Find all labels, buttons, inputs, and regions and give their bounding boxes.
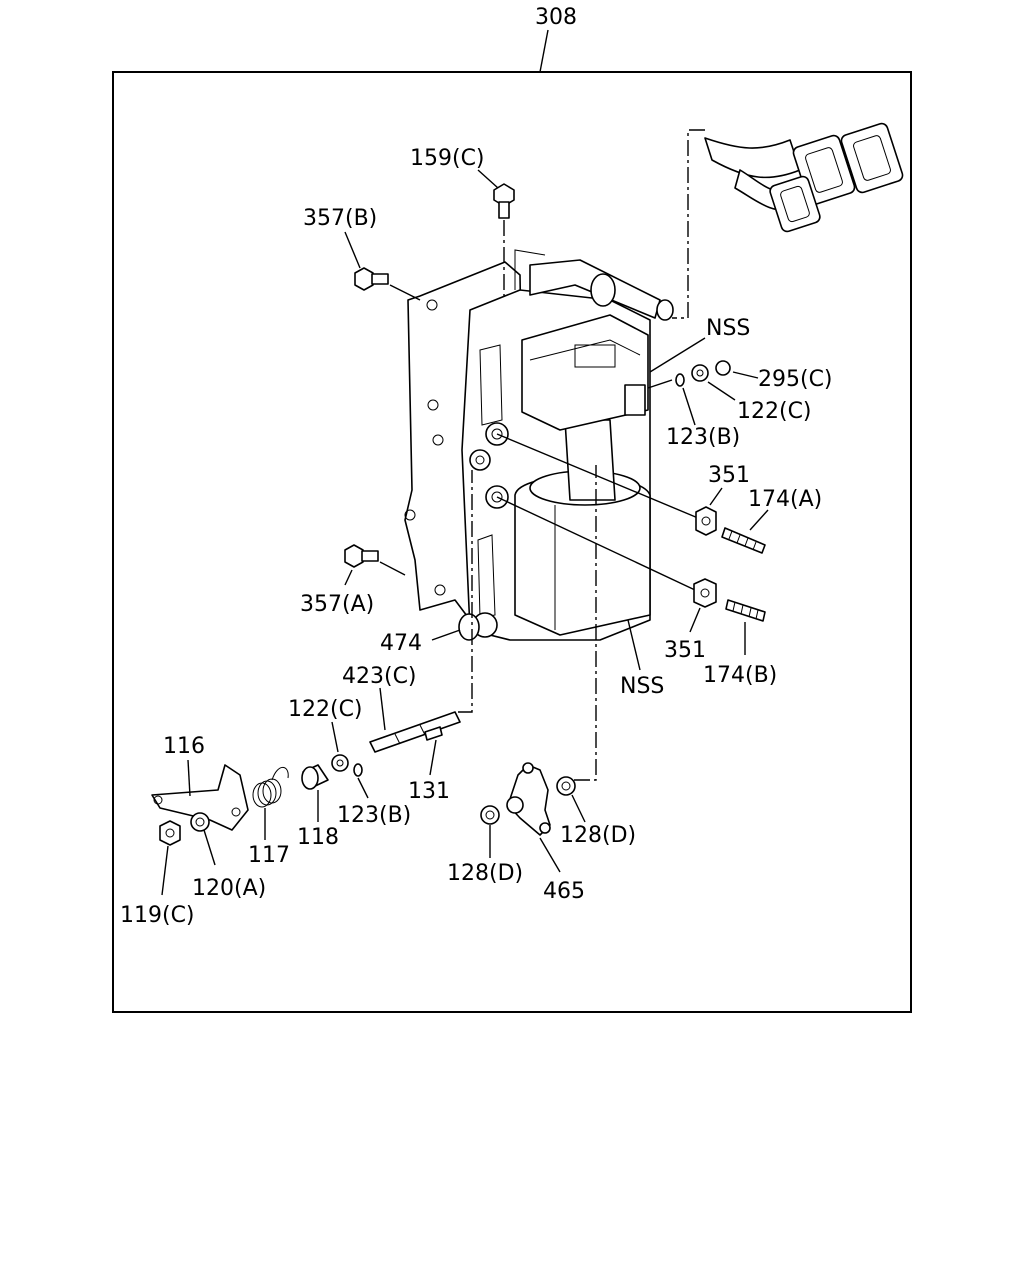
label-nss-top: NSS	[706, 316, 750, 341]
stud-174b	[725, 599, 766, 622]
bolt-159c	[493, 183, 515, 219]
label-128d-right: 128(D)	[560, 823, 636, 848]
washer-128d-right	[556, 776, 576, 796]
washer-128d-left	[480, 805, 500, 825]
electrical-block	[521, 314, 649, 431]
label-174b: 174(B)	[703, 663, 777, 688]
pin-131	[424, 726, 443, 741]
bolt-357b	[354, 267, 389, 291]
assembly-number-label: 308	[535, 5, 577, 30]
label-123b-left: 123(B)	[337, 803, 411, 828]
label-131: 131	[408, 779, 450, 804]
nut-351-bottom	[693, 578, 717, 608]
nut-119c	[159, 820, 181, 846]
harness-leader	[672, 129, 705, 319]
label-120a: 120(A)	[192, 876, 266, 901]
label-122c-left: 122(C)	[288, 697, 363, 722]
washer-122c-right	[691, 364, 709, 382]
label-nss-bottom: NSS	[620, 674, 664, 699]
label-128d-left: 128(D)	[447, 861, 523, 886]
label-295c: 295(C)	[758, 367, 833, 392]
label-174a: 174(A)	[748, 487, 822, 512]
label-357a: 357(A)	[300, 592, 374, 617]
oring-123b-left	[353, 763, 363, 777]
label-465: 465	[543, 879, 585, 904]
label-122c-right: 122(C)	[737, 399, 812, 424]
solenoid-unit	[514, 419, 651, 636]
label-159c: 159(C)	[410, 146, 485, 171]
label-123b-right: 123(B)	[666, 425, 740, 450]
shaft-guide	[458, 470, 473, 713]
nut-351-top	[695, 506, 717, 536]
nut-295c	[715, 360, 731, 376]
label-351-top: 351	[708, 463, 750, 488]
seal-474	[458, 613, 480, 641]
spring-117	[252, 766, 289, 808]
label-116: 116	[163, 734, 205, 759]
lever-guide	[574, 465, 597, 781]
label-118: 118	[297, 825, 339, 850]
washer-120a	[190, 812, 210, 832]
label-423c: 423(C)	[342, 664, 417, 689]
shaft-423c	[369, 711, 461, 753]
connector-harness	[704, 122, 904, 233]
label-351-bottom: 351	[664, 638, 706, 663]
stud-174a	[721, 527, 766, 554]
lever-116	[151, 764, 249, 831]
bolt-357a	[344, 544, 379, 568]
label-117: 117	[248, 843, 290, 868]
label-119c: 119(C)	[120, 903, 195, 928]
housing-boss-side	[469, 449, 491, 471]
washer-122c-left	[331, 754, 349, 772]
diagram-frame	[112, 71, 912, 1013]
assembly-leader	[539, 29, 549, 73]
oring-123b-right	[675, 373, 685, 387]
label-357b: 357(B)	[303, 206, 377, 231]
label-474: 474	[380, 631, 422, 656]
